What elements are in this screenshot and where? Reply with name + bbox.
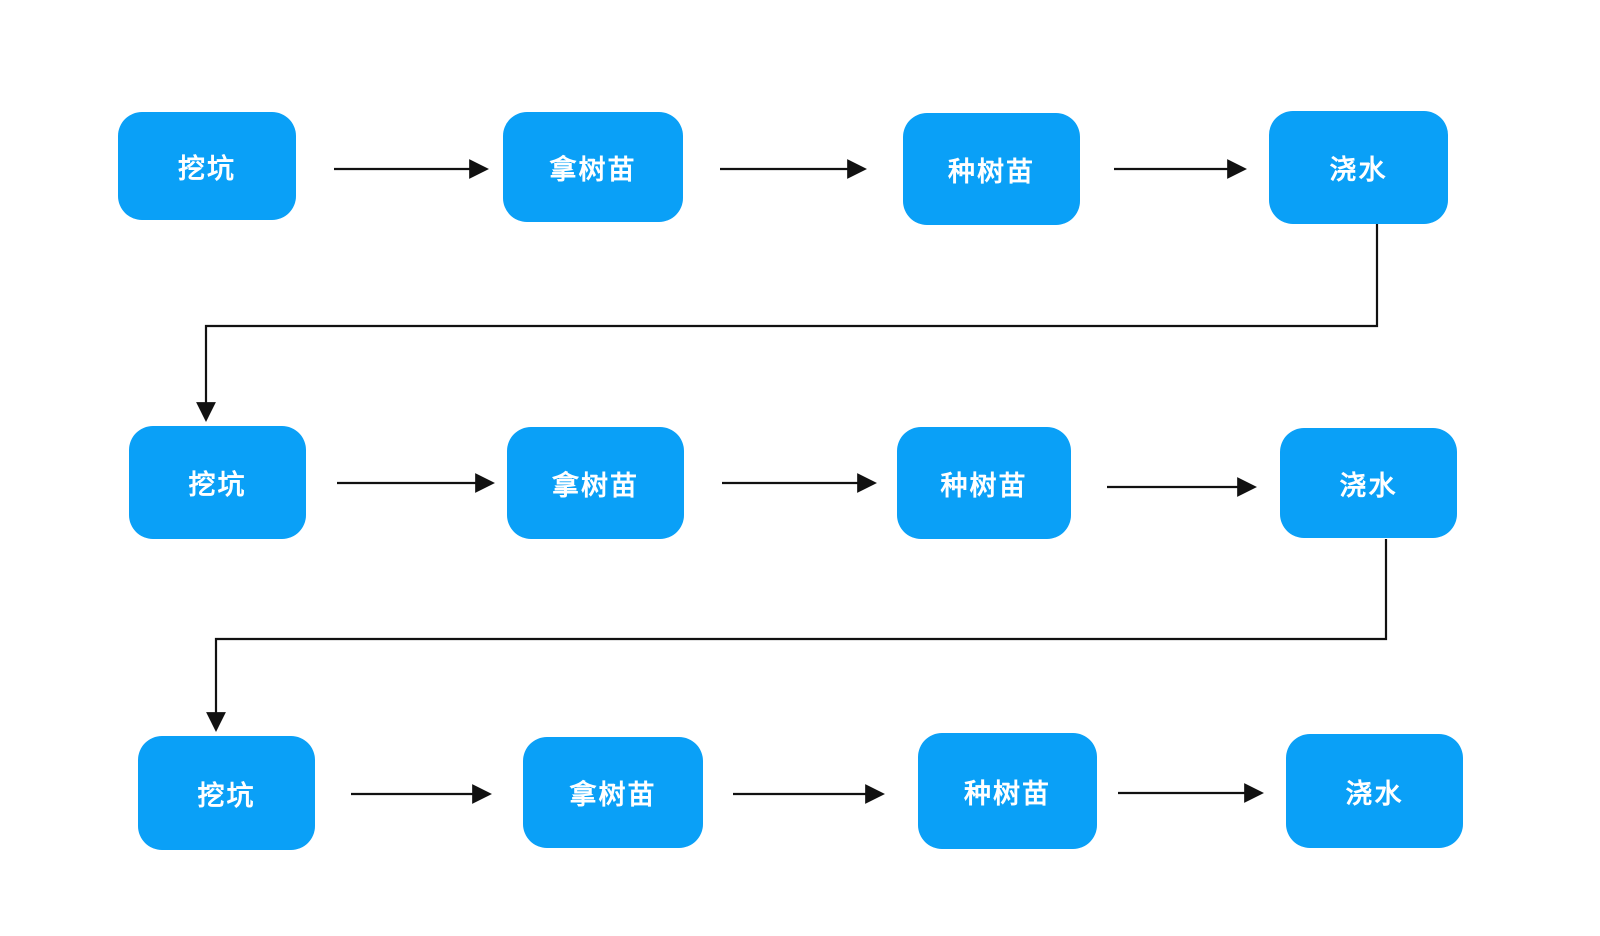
node-get-sapling-row3: 拿树苗 — [523, 737, 703, 848]
node-dig-pit-row3: 挖坑 — [138, 736, 315, 850]
node-water-row1: 浇水 — [1269, 111, 1448, 224]
node-get-sapling-row1: 拿树苗 — [503, 112, 683, 222]
node-plant-sapling-row1: 种树苗 — [903, 113, 1080, 225]
node-water-row2: 浇水 — [1280, 428, 1457, 538]
arrow-row2-water-to-row3-dig — [206, 539, 1388, 732]
arrow-row1-water-to-row2-dig — [196, 224, 1379, 422]
node-plant-sapling-row3: 种树苗 — [918, 733, 1097, 849]
node-plant-sapling-row2: 种树苗 — [897, 427, 1071, 539]
node-dig-pit-row2: 挖坑 — [129, 426, 306, 539]
node-dig-pit-row1: 挖坑 — [118, 112, 296, 220]
node-water-row3: 浇水 — [1286, 734, 1463, 848]
node-get-sapling-row2: 拿树苗 — [507, 427, 684, 539]
